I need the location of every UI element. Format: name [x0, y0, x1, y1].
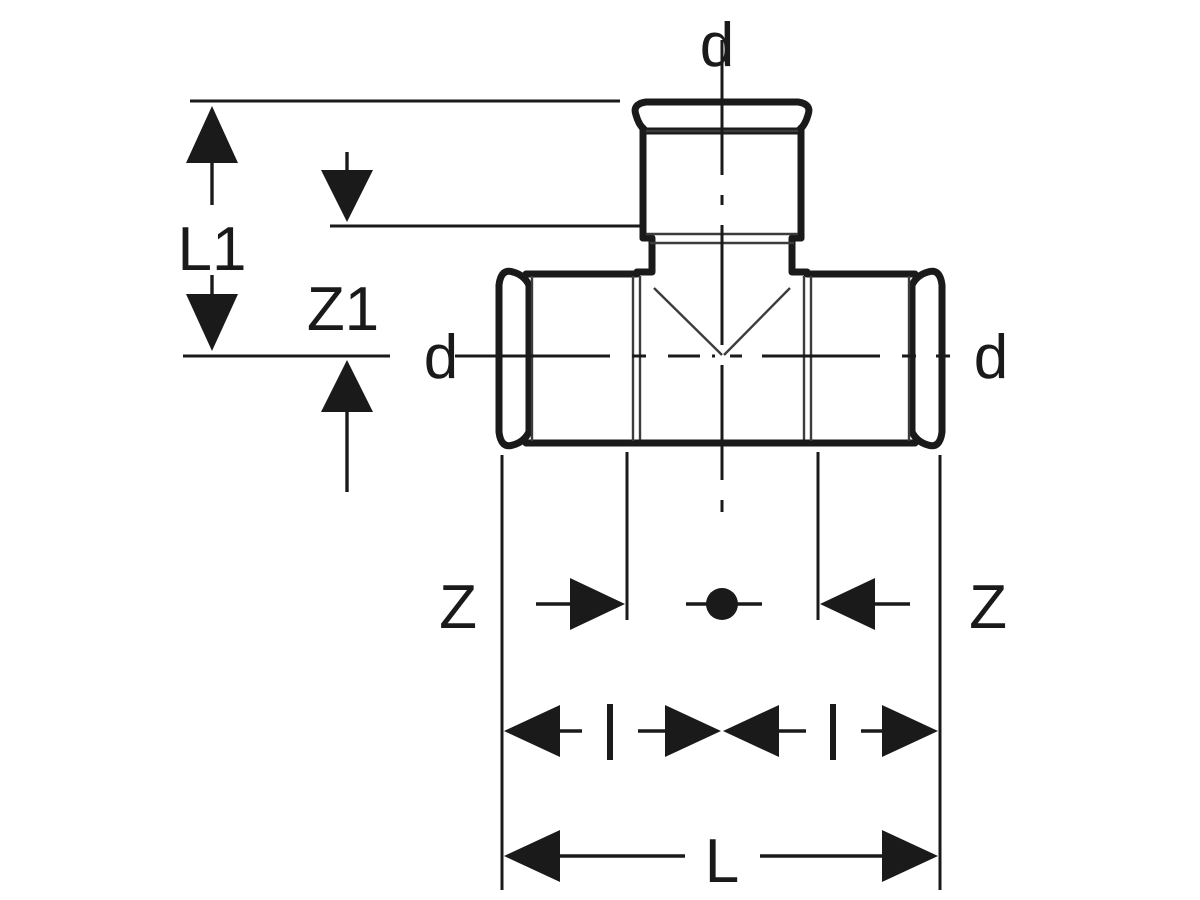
branch-neck-right — [788, 234, 811, 276]
dimension-L1: L1 — [178, 106, 247, 351]
branch-neck-left — [633, 234, 656, 276]
centerlines-group — [455, 40, 950, 512]
dimension-inner-row — [504, 704, 938, 760]
horizontal-dimensions-group: Z Z — [439, 452, 1007, 896]
vertical-dimensions-group: L1 Z1 — [178, 99, 640, 492]
Z1-upper-arrowhead — [321, 170, 373, 222]
label-L: L — [705, 827, 739, 896]
right-run-socket-outline — [802, 267, 946, 450]
label-d-left: d — [424, 323, 458, 392]
L1-upper-arrowhead — [186, 106, 238, 163]
label-d-right: d — [974, 323, 1008, 392]
label-d-top: d — [700, 11, 734, 80]
junction-v-line-left — [653, 287, 723, 356]
dimension-Z-row: Z Z — [439, 573, 1007, 642]
dimension-Z1: Z1 — [307, 152, 379, 492]
centre-point-marker — [706, 588, 738, 620]
Z1-lower-arrowhead — [321, 360, 373, 412]
label-Z1: Z1 — [307, 275, 379, 344]
inner-right-outer-arrowhead — [882, 705, 938, 757]
inner-left-outer-arrowhead — [504, 705, 560, 757]
L-left-arrowhead — [504, 830, 560, 882]
left-press-bead — [495, 267, 533, 450]
dimension-L: L — [504, 827, 938, 896]
junction-v-line-right — [723, 287, 791, 356]
L1-lower-arrowhead — [186, 294, 238, 351]
Z-left-arrowhead — [570, 578, 625, 630]
inner-right-inner-arrowhead — [723, 705, 779, 757]
right-press-bead — [908, 267, 946, 450]
left-run-socket-outline — [495, 267, 642, 450]
Z-right-arrowhead — [820, 578, 875, 630]
label-L1: L1 — [178, 215, 247, 284]
fitting-body-group — [495, 98, 946, 450]
label-Z-right: Z — [969, 573, 1007, 642]
L-right-arrowhead — [882, 830, 938, 882]
diameter-labels-group: d d d — [424, 11, 1008, 392]
inner-left-inner-arrowhead — [665, 705, 721, 757]
label-Z-left: Z — [439, 573, 477, 642]
